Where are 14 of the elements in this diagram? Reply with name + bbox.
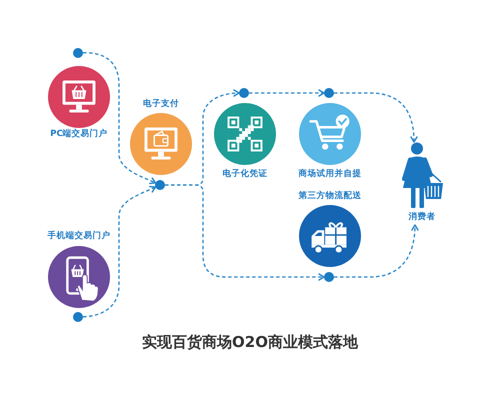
title: 实现百货商场O2O商业模式落地 [142, 333, 358, 352]
arrow [334, 92, 418, 143]
node-label: 手机端交易门户 [48, 231, 110, 242]
node-label: 电子支付 [143, 99, 179, 110]
node-label: PC端交易门户 [50, 129, 108, 140]
node-label: 电子化凭证 [222, 169, 268, 180]
arrow [83, 52, 156, 184]
node-label: 商场试用并自提 [298, 169, 362, 180]
node-label: 消费者 [408, 212, 436, 223]
arrow [334, 224, 418, 278]
arrow [82, 186, 156, 318]
arrow [165, 184, 325, 281]
arrow [249, 89, 325, 97]
node-label: 第三方物流配送 [298, 191, 362, 202]
